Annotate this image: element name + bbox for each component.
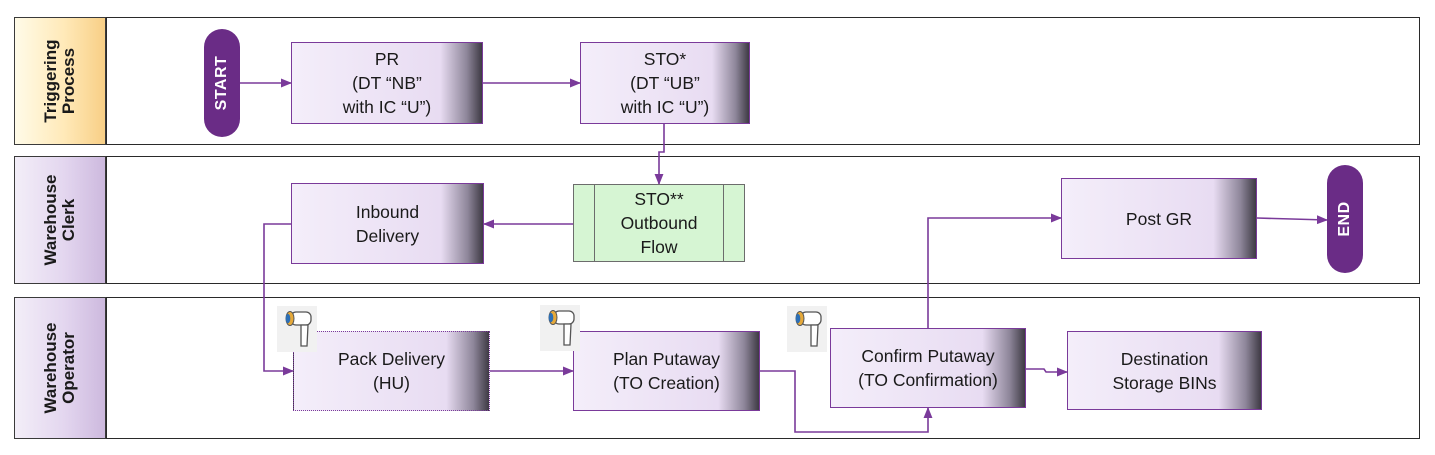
- lane-label-triggering-process: Triggering Process: [14, 17, 106, 145]
- node-outbound-line: Flow: [640, 237, 678, 257]
- node-post-gr: Post GR: [1061, 178, 1257, 259]
- node-plan-line: Plan Putaway: [612, 349, 720, 369]
- node-confirm-line: (TO Confirmation): [858, 370, 998, 390]
- start-label: START: [213, 55, 230, 111]
- node-outbound-line: STO**: [634, 189, 684, 209]
- start-terminal: START: [204, 29, 240, 137]
- arrow-sto-to-outbound: [654, 124, 665, 186]
- end-label: END: [1336, 201, 1353, 237]
- barcode-scanner-icon: [277, 306, 317, 352]
- node-pack-line: Pack Delivery: [338, 349, 445, 369]
- node-plan-putaway: Plan Putaway (TO Creation): [573, 331, 760, 411]
- arrow-plan-to-confirm: [760, 370, 933, 433]
- node-dest-line: Storage BINs: [1112, 372, 1217, 393]
- end-terminal: END: [1327, 165, 1363, 273]
- node-inbound-delivery: Inbound Delivery: [291, 183, 484, 264]
- node-inbound-line: Delivery: [355, 225, 420, 246]
- node-pr-line: PR: [374, 49, 400, 69]
- node-dest-line: Destination: [1120, 348, 1209, 369]
- node-pack-line: (HU): [373, 373, 410, 393]
- node-outbound-line: Outbound: [620, 213, 698, 233]
- node-pack-delivery: Pack Delivery (HU): [293, 331, 490, 411]
- node-sto-line: STO*: [643, 49, 687, 69]
- arrow-inbound-to-pack: [263, 223, 295, 376]
- barcode-scanner-icon: [540, 305, 580, 351]
- arrow-post-gr-to-end: [1256, 215, 1329, 225]
- node-plan-line: (TO Creation): [613, 373, 720, 393]
- node-confirm-putaway: Confirm Putaway (TO Confirmation): [830, 328, 1026, 408]
- barcode-scanner-icon: [787, 306, 827, 352]
- node-post-gr-line: Post GR: [1125, 208, 1193, 229]
- node-confirm-line: Confirm Putaway: [861, 346, 995, 366]
- node-sto: STO* (DT “UB” with IC “U”): [580, 42, 750, 124]
- node-pr-line: (DT “NB”: [352, 73, 422, 93]
- node-pr: PR (DT “NB” with IC “U”): [291, 42, 483, 124]
- arrow-confirm-to-destination: [1026, 367, 1069, 377]
- node-sto-line: with IC “U”): [620, 97, 710, 117]
- lane-label-warehouse-operator: Warehouse Operator: [14, 297, 106, 439]
- arrow-confirm-to-post-gr: [927, 213, 1063, 328]
- node-destination-storage-bins: Destination Storage BINs: [1067, 331, 1262, 410]
- node-sto-outbound-flow: STO** Outbound Flow: [573, 184, 745, 262]
- lane-label-warehouse-clerk: Warehouse Clerk: [14, 156, 106, 284]
- node-inbound-line: Inbound: [355, 201, 420, 222]
- node-sto-line: (DT “UB”: [630, 73, 700, 93]
- node-pr-line: with IC “U”): [342, 97, 432, 117]
